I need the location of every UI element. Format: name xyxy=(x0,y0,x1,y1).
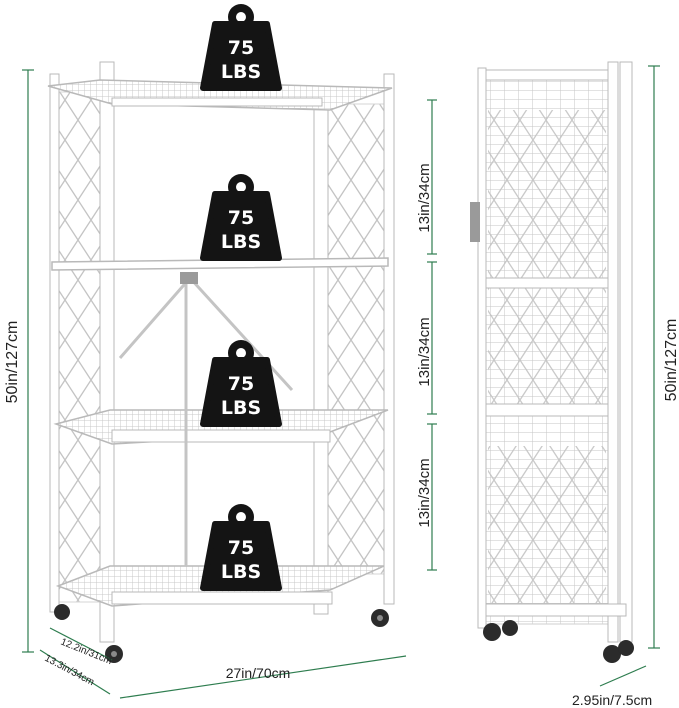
folded-thickness-label: 2.95in/7.5cm xyxy=(572,692,652,708)
back-folding-brace xyxy=(118,276,294,566)
shelf-gap-1-label: 13in/34cm xyxy=(416,163,433,232)
weight-value-label: 75 xyxy=(228,37,254,59)
folded-rack xyxy=(470,61,634,663)
right-side-panel xyxy=(325,103,387,575)
left-side-panel xyxy=(55,91,103,603)
left-rear-post xyxy=(49,73,60,613)
weight-unit-label: LBS xyxy=(221,61,261,83)
weight-value-label: 75 xyxy=(228,373,254,395)
weight-value-label: 75 xyxy=(228,537,254,559)
width-label: 27in/70cm xyxy=(226,665,291,681)
shelf-gap-3-label: 13in/34cm xyxy=(416,458,433,527)
weight-unit-label: LBS xyxy=(221,561,261,583)
right-rear-post xyxy=(383,73,395,605)
left-front-post xyxy=(99,61,115,643)
dimension-lines xyxy=(22,65,660,699)
shelf-gap-2-label: 13in/34cm xyxy=(416,317,433,386)
weight-unit-label: LBS xyxy=(221,397,261,419)
total-height-left-label: 50in/127cm xyxy=(4,321,21,404)
right-front-post xyxy=(313,103,329,615)
weight-unit-label: LBS xyxy=(221,231,261,253)
weight-value-label: 75 xyxy=(228,207,254,229)
total-height-right-label: 50in/127cm xyxy=(663,319,679,402)
